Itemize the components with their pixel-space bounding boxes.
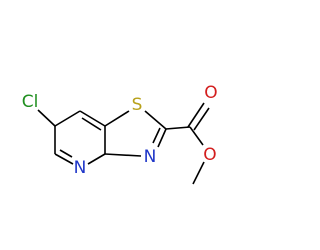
atom-nitrogen-pyridine: N <box>74 158 87 178</box>
bond-c3a-n4 <box>87 153 106 165</box>
atom-sulfur: S <box>132 95 143 115</box>
bond-c7a-s1 <box>104 110 130 127</box>
bond-s1-c2 <box>144 110 167 130</box>
atom-oxygen-carbonyl: O <box>204 83 217 103</box>
bond-n3-c3a <box>104 153 142 157</box>
atom-chlorine: Cl <box>22 92 39 112</box>
bond-ccarbonyl-o-double-a <box>187 102 205 128</box>
bond-ccarbonyl-o-double-b <box>193 107 210 131</box>
bond-c6-c7 <box>54 110 81 127</box>
bond-c2-ccarbonyl <box>165 126 191 130</box>
bond-c7-c7a-inner <box>81 117 102 131</box>
bond-n4-c5 <box>54 153 74 165</box>
atom-oxygen-ester: O <box>203 145 216 165</box>
bond-o-methyl <box>192 161 205 185</box>
bond-c2-n3-inner <box>152 127 161 144</box>
bond-ccarbonyl-o-single <box>189 126 204 146</box>
bond-c7-c7a <box>79 110 106 127</box>
bond-c2-n3 <box>157 128 167 148</box>
bond-n4-c5-inner <box>59 149 73 158</box>
bond-group <box>37 102 210 185</box>
molecule-diagram: Cl S N N O O <box>22 83 218 185</box>
atom-label-group: Cl S N N O O <box>22 83 218 178</box>
atom-nitrogen-thiazole: N <box>144 147 157 167</box>
bond-cl-c6 <box>37 109 56 127</box>
